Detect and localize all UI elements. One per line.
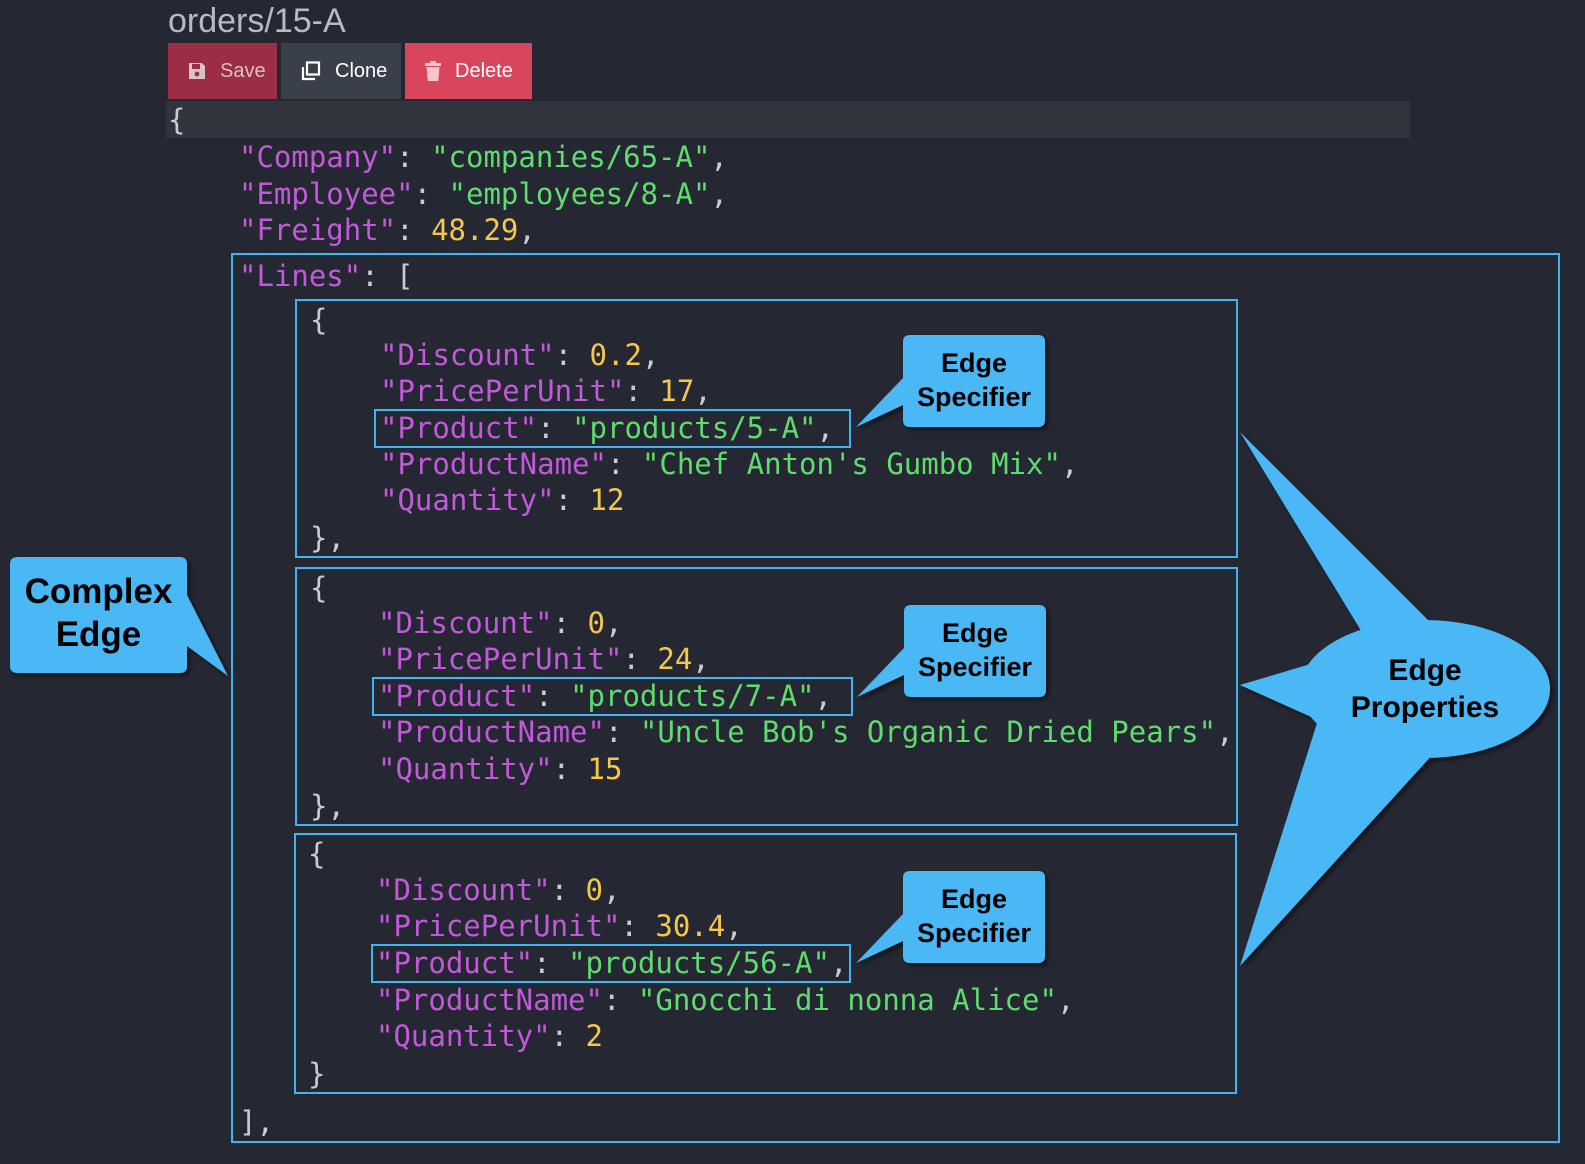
code-line: "Quantity": 15 — [378, 752, 623, 786]
code-line: { — [310, 303, 328, 337]
edge-specifier-label: Edge Specifier — [916, 348, 1032, 412]
code-line: "Quantity": 12 — [380, 483, 625, 517]
code-line: } — [308, 1057, 326, 1091]
line-item-box — [294, 833, 1237, 1094]
clone-button-label: Clone — [335, 59, 388, 82]
floppy-disk-icon — [188, 62, 206, 80]
code-line: "Product": "products/7-A", — [378, 679, 832, 713]
delete-button[interactable]: Delete — [405, 43, 532, 99]
code-line: ], — [239, 1105, 274, 1139]
edge-specifier-label: Edge Specifier — [916, 884, 1032, 948]
complex-edge-box — [231, 253, 1560, 1143]
code-line: { — [310, 571, 328, 605]
code-line: "Product": "products/5-A", — [380, 411, 834, 445]
trash-icon — [425, 61, 441, 81]
code-line: "PricePerUnit": 30.4, — [376, 909, 743, 943]
edge-specifier-highlight — [371, 944, 851, 983]
code-line: "Quantity": 2 — [376, 1019, 603, 1053]
code-line: "PricePerUnit": 24, — [378, 642, 710, 676]
code-line: "Freight": 48.29, — [239, 213, 536, 247]
code-line: "Discount": 0, — [378, 606, 623, 640]
edge-specifier-highlight — [374, 409, 851, 448]
toolbar: Save Clone Delete — [168, 43, 532, 99]
save-button-label: Save — [220, 59, 266, 82]
code-line: "Product": "products/56-A", — [376, 946, 848, 980]
document-title: orders/15-A — [168, 2, 346, 40]
active-line-highlight — [166, 101, 1410, 138]
clone-button[interactable]: Clone — [281, 43, 401, 99]
delete-button-label: Delete — [455, 59, 513, 82]
code-line: "ProductName": "Uncle Bob's Organic Drie… — [378, 715, 1234, 749]
code-line: "Lines": [ — [239, 259, 414, 293]
edge-specifier-label: Edge Specifier — [917, 618, 1033, 682]
code-line: "Company": "companies/65-A", — [239, 140, 728, 174]
edge-properties-label: Edge Properties — [1350, 654, 1500, 724]
code-line: }, — [310, 789, 345, 823]
edge-properties-callout — [1300, 620, 1550, 758]
code-line: "Discount": 0.2, — [380, 338, 660, 372]
edge-specifier-callout — [856, 871, 1045, 963]
code-line: }, — [310, 521, 345, 555]
edge-specifier-callout — [857, 605, 1046, 697]
complex-edge-callout — [10, 557, 228, 676]
edge-specifier-highlight — [372, 677, 853, 716]
code-line: "Employee": "employees/8-A", — [239, 177, 728, 211]
code-line: { — [308, 837, 326, 871]
line-item-box — [295, 299, 1238, 558]
clone-icon — [301, 61, 321, 81]
code-line: "ProductName": "Gnocchi di nonna Alice", — [376, 983, 1075, 1017]
save-button[interactable]: Save — [168, 43, 277, 99]
code-line: "ProductName": "Chef Anton's Gumbo Mix", — [380, 447, 1079, 481]
line-item-box — [295, 567, 1238, 826]
complex-edge-label: Complex Edge — [24, 572, 173, 654]
edge-specifier-callout — [856, 335, 1045, 427]
code-line: "PricePerUnit": 17, — [380, 374, 712, 408]
code-line: "Discount": 0, — [376, 873, 621, 907]
code-line: { — [168, 103, 186, 137]
